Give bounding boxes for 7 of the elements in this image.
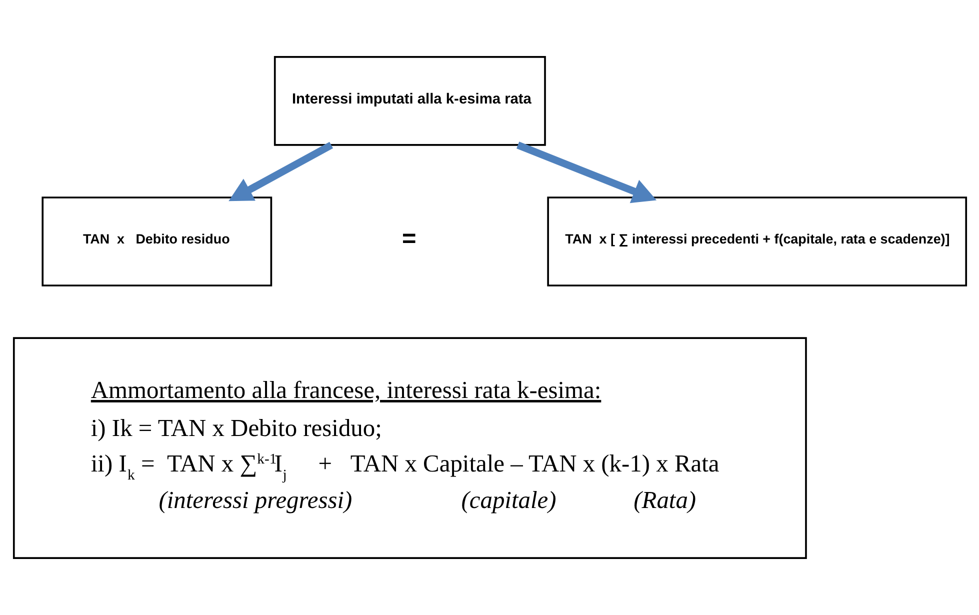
arrow [516,142,656,204]
node-box: TAN x Debito residuo [41,196,272,286]
node-box: Interessi imputati alla k-esima rata [273,56,546,146]
arrow [228,142,333,202]
node-box: TAN x [ ∑ interessi precedenti + f(capitale, rata e scadenze)] [546,196,967,286]
node-box: Ammortamento alla francese, interessi rata k-esima: i) Ik = TAN x Debito residuo; ii) I$_{k}$ = TAN x ∑$^{k-1}$I$_{j}$ + TAN x Capitale – TAN x (k-1) x Rata (interessi pregressi) (capitale) (Rata) [12,337,806,559]
label: = [401,225,416,252]
